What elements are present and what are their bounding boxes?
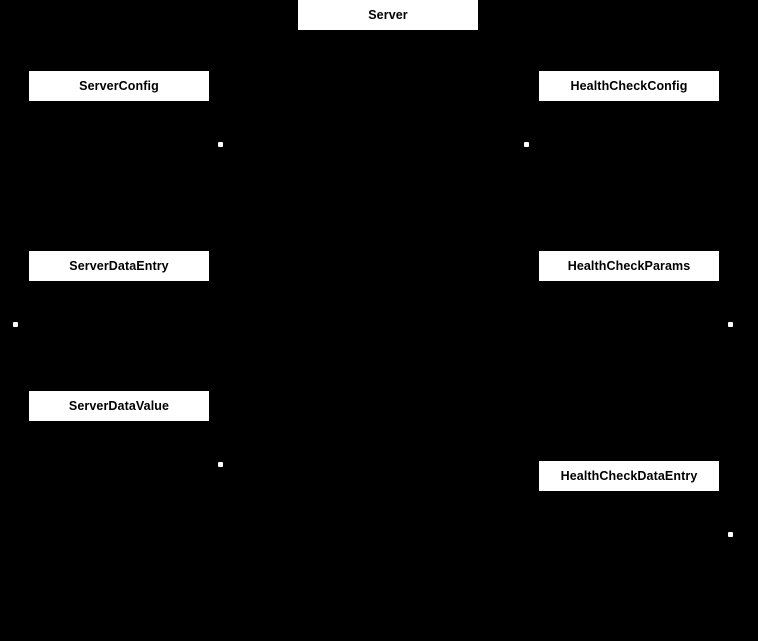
relationship-marker-marker-2 [524,142,529,147]
class-node-server[interactable]: Server [298,0,478,30]
class-node-server-config[interactable]: ServerConfig [29,71,209,101]
class-node-label: ServerConfig [79,78,159,93]
class-node-label: HealthCheckConfig [570,78,688,93]
class-node-label: HealthCheckParams [567,258,691,273]
class-node-label: HealthCheckDataEntry [560,468,698,483]
relationship-marker-marker-6 [728,532,733,537]
class-node-server-data-value[interactable]: ServerDataValue [29,391,209,421]
relationship-marker-marker-3 [13,322,18,327]
class-node-label: Server [368,7,408,22]
class-node-health-check-data-entry[interactable]: HealthCheckDataEntry [539,461,719,491]
class-node-health-check-params[interactable]: HealthCheckParams [539,251,719,281]
class-node-label: ServerDataEntry [69,258,169,273]
relationship-marker-marker-4 [728,322,733,327]
class-node-server-data-entry[interactable]: ServerDataEntry [29,251,209,281]
relationship-marker-marker-1 [218,142,223,147]
class-node-label: ServerDataValue [68,398,170,413]
class-node-health-check-config[interactable]: HealthCheckConfig [539,71,719,101]
relationship-marker-marker-5 [218,462,223,467]
